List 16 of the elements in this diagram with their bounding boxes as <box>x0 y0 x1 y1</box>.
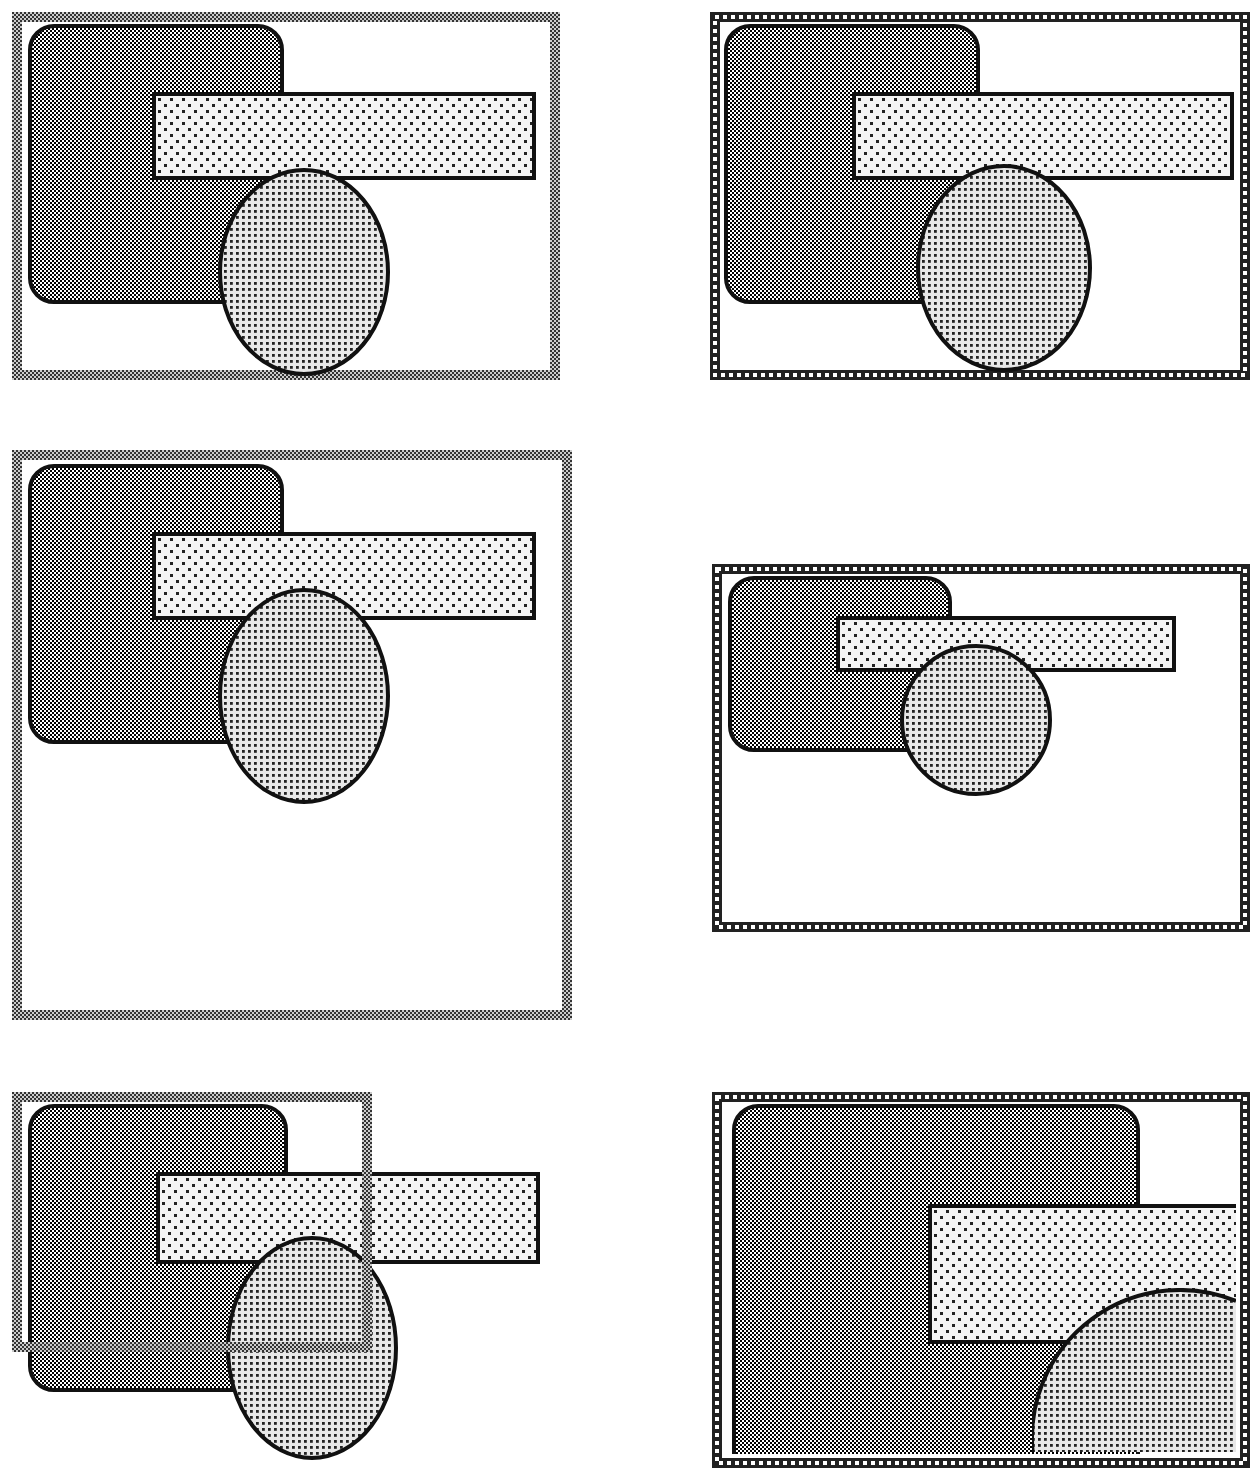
rectangle <box>152 92 536 180</box>
rectangle <box>852 92 1234 180</box>
rectangle <box>152 532 536 620</box>
ellipse <box>916 164 1092 372</box>
ellipse <box>218 588 390 804</box>
ellipse <box>1032 1288 1236 1452</box>
picture-frame <box>12 1092 372 1352</box>
picture-frame <box>710 12 1250 380</box>
picture-frame <box>712 1092 1250 1468</box>
picture-frame <box>12 450 572 1020</box>
picture-frame <box>712 564 1250 932</box>
circle <box>900 644 1052 796</box>
ellipse <box>218 168 390 376</box>
picture-frame <box>12 12 560 380</box>
ellipse <box>226 1236 398 1460</box>
rectangle <box>156 1172 540 1264</box>
